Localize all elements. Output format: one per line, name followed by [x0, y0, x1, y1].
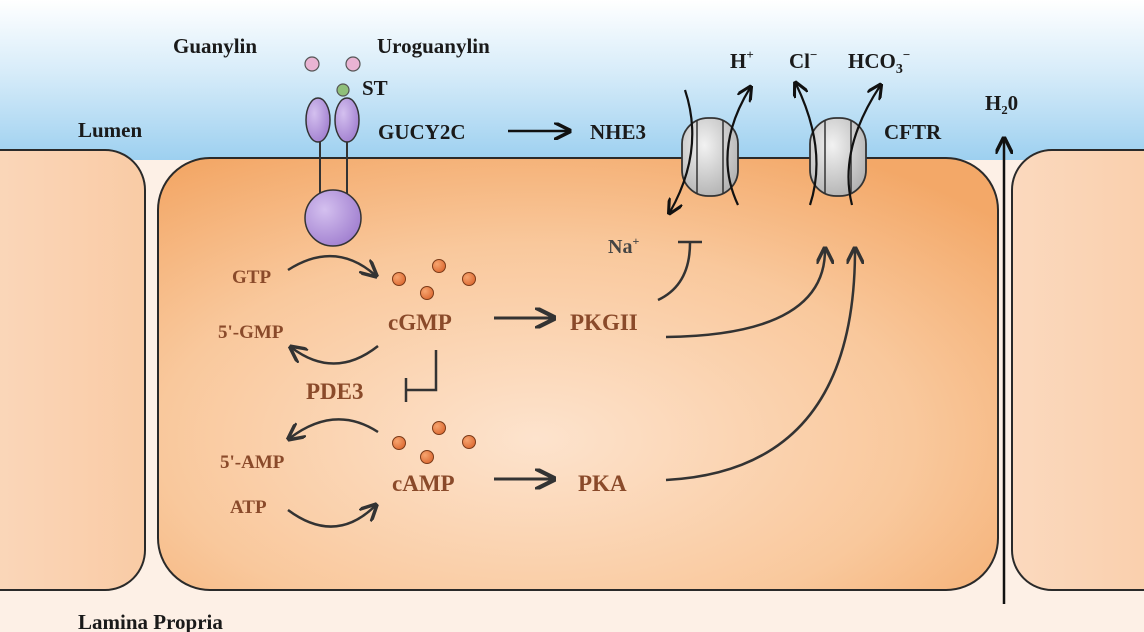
lumen-label: Lumen	[78, 118, 143, 142]
hco3-ion-label: HCO3−	[848, 47, 910, 77]
uroguanylin-label: Uroguanylin	[377, 34, 490, 58]
pkgii-label: PKGII	[570, 310, 638, 335]
atp-to-camp-arrow	[287, 506, 375, 528]
uroguanylin-ligand	[345, 56, 361, 72]
nhe3-channel	[670, 88, 750, 212]
cgmp-to-5gmp-arrow	[292, 346, 379, 365]
cftr-channel	[796, 84, 880, 206]
cgmp-inhibits-pde3	[406, 350, 438, 392]
h-ion-label: H+	[730, 47, 754, 73]
cl-ion-label: Cl−	[789, 47, 817, 73]
pkgii-inhibits-nhe3	[657, 242, 692, 302]
5-amp-label: 5'-AMP	[220, 452, 285, 473]
enterocyte-cell	[157, 157, 999, 591]
st-ligand	[336, 83, 350, 97]
gucy2c-receptor	[304, 97, 362, 247]
lamina-propria-label: Lamina Propria	[78, 610, 223, 632]
atp-label: ATP	[230, 497, 267, 518]
cgmp-molecules	[392, 259, 476, 300]
guanylin-label: Guanylin	[173, 34, 257, 58]
neighbor-cell-right	[1011, 149, 1144, 591]
camp-to-5amp-arrow	[290, 418, 379, 438]
cgmp-label: cGMP	[388, 310, 452, 335]
gtp-label: GTP	[232, 267, 271, 288]
st-label: ST	[362, 76, 388, 100]
cftr-label: CFTR	[884, 120, 942, 144]
5-gmp-label: 5'-GMP	[218, 322, 284, 343]
gtp-to-cgmp-arrow	[287, 254, 375, 275]
camp-label: cAMP	[392, 471, 455, 496]
lumen-region	[0, 0, 1144, 160]
neighbor-cell-left	[0, 149, 146, 591]
pde3-label: PDE3	[306, 379, 364, 404]
pka-label: PKA	[578, 471, 627, 496]
pkgii-to-cftr-arrow	[665, 250, 825, 339]
h2o-label: H₂0	[985, 91, 1018, 115]
nhe3-label: NHE3	[590, 120, 646, 144]
na-ion-label: Na+	[608, 234, 639, 258]
gucy2c-label: GUCY2C	[378, 120, 466, 144]
camp-molecules	[392, 421, 476, 464]
guanylin-ligand	[304, 56, 320, 72]
pka-to-cftr-arrow	[665, 250, 855, 482]
